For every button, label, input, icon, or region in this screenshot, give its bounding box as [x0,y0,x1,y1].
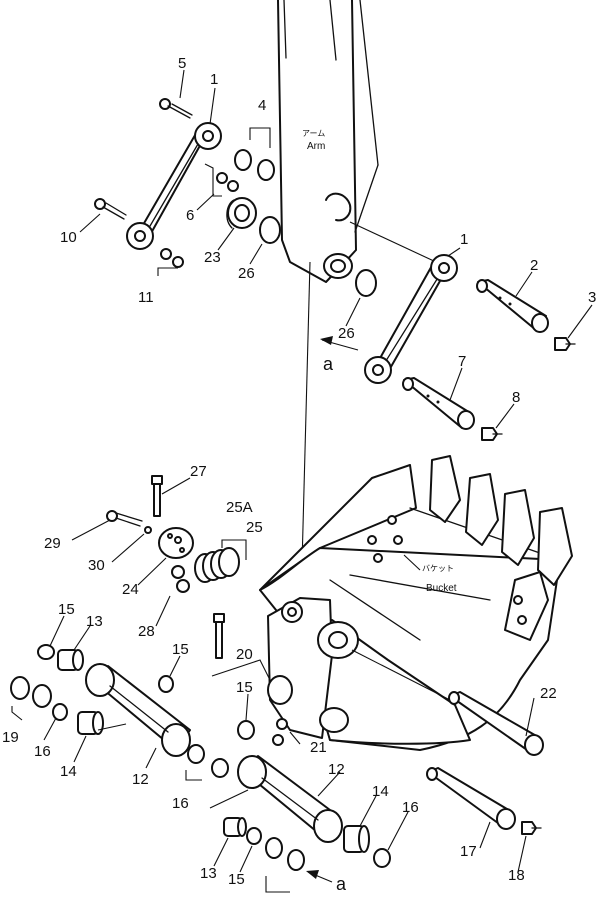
callout-16-b: 16 [172,795,189,812]
callout-29: 29 [44,535,61,552]
callout-19: 19 [2,729,19,746]
callout-4: 4 [258,97,266,114]
bushing-13-lower [223,817,247,837]
view-label-a-top: a [323,354,334,374]
bucket: バケット Bucket [259,455,573,751]
bushing-13-upper [57,649,84,671]
callout-27: 27 [190,463,207,480]
callout-21: 21 [310,739,327,756]
callout-5: 5 [178,55,186,72]
o-ring-26-right [355,269,377,297]
bolt-27 [151,475,163,517]
callout-15-d: 15 [228,871,245,888]
callout-14-lower: 14 [372,783,389,800]
callout-25a: 25A [226,499,253,516]
arm-label-jp: アーム [302,129,325,138]
callout-22: 22 [540,685,557,702]
arm: アーム Arm [277,0,379,283]
o-ring-26-upper [259,216,281,244]
nuts-6 [204,163,239,197]
seal-15-a [37,644,55,660]
callout-8: 8 [512,389,520,406]
link-1-left [126,122,222,250]
callout-26-upper: 26 [238,265,255,282]
washers-lower [265,837,305,893]
callout-18: 18 [508,867,525,884]
callout-20: 20 [236,646,253,663]
seal-15-b [158,675,174,693]
seal-16-c [373,848,391,868]
bushing-14-upper [77,711,127,735]
callout-6: 6 [186,207,194,224]
arm-to-link-line [349,221,437,263]
callout-14-upper: 14 [60,763,77,780]
view-arrow-a-top: a [320,336,359,374]
bushing-23 [226,197,257,229]
view-label-a-bottom: a [336,874,347,894]
grease-fitting-8 [481,427,503,441]
seal-15-d [246,827,262,845]
grease-fitting-3 [554,337,576,351]
bolt-29 [106,510,143,527]
plate-24 [158,527,194,559]
bolt-10 [94,198,127,220]
bushing-14-lower [343,825,370,853]
nuts-21 [272,718,301,746]
seals-16-b [185,744,229,781]
callout-15-c: 15 [236,679,253,696]
callout-24: 24 [122,581,139,598]
link-1-right [364,254,458,384]
callout-3: 3 [588,289,596,306]
callout-15-b: 15 [172,641,189,658]
callout-13-upper: 13 [86,613,103,630]
seal-16-a [52,703,68,721]
callout-30: 30 [88,557,105,574]
callout-7: 7 [458,353,466,370]
pin-2 [476,279,549,333]
callout-28: 28 [138,623,155,640]
bolt-20 [211,613,271,681]
pin-22-guide [351,649,451,701]
callout-12-right: 12 [328,761,345,778]
arm-label-en: Arm [307,141,325,152]
callout-25: 25 [246,519,263,536]
callout-10: 10 [60,229,77,246]
callout-16-a: 16 [34,743,51,760]
callout-1-right: 1 [460,231,468,248]
callout-11: 11 [138,289,154,306]
pin-22 [448,691,544,756]
pin-17 [426,767,516,830]
seal-15-c [237,720,255,740]
nuts-11 [157,248,184,276]
shims-25 [194,539,247,583]
grease-fitting-18 [521,821,542,835]
bucket-label-jp: バケット [422,564,454,573]
callout-26-right: 26 [338,325,355,342]
pin-7 [402,377,475,430]
bucket-label-en: Bucket [426,583,457,594]
washer-30 [144,526,152,534]
callout-leaders [43,69,593,873]
callout-13-lower: 13 [200,865,217,882]
bolt-5 [159,98,193,119]
callout-12-left: 12 [132,771,149,788]
callout-23: 23 [204,249,221,266]
callout-2: 2 [530,257,538,274]
callout-numbers: 5 1 4 6 10 23 26 11 1 2 3 26 7 8 27 25A … [2,55,596,888]
washers-19 [10,676,52,721]
link-12-left [85,663,191,757]
callout-15-a: 15 [58,601,75,618]
callout-17: 17 [460,843,477,860]
link-12-right [209,755,343,843]
view-arrow-a-bottom: a [306,870,347,894]
callout-16-c: 16 [402,799,419,816]
callout-1-left: 1 [210,71,218,88]
nuts-28 [171,565,190,593]
washers-4 [234,127,275,181]
